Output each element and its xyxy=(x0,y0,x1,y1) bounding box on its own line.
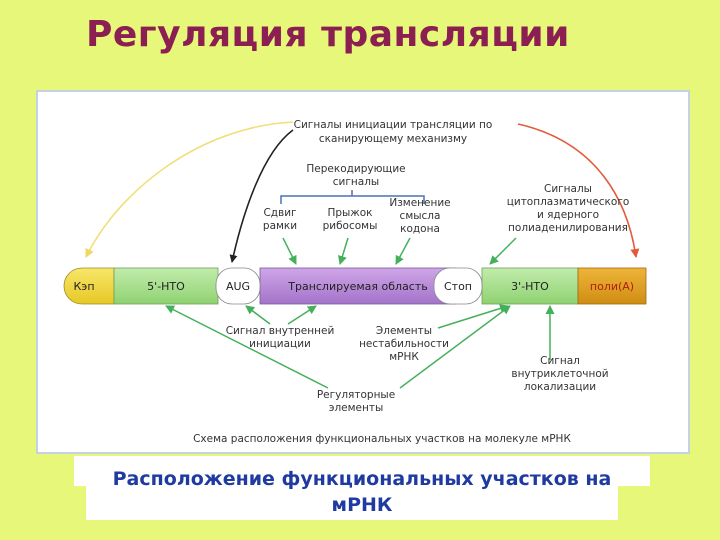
instab-label-line3: мРНК xyxy=(389,351,419,363)
scanning-arrow xyxy=(229,129,294,263)
codon-label-line1: Изменение xyxy=(389,197,450,209)
local-label-line2: внутриклеточной xyxy=(511,368,608,380)
mrna-bar: Кэп 5'-НТО AUG Транслируемая область Сто… xyxy=(63,267,647,305)
coding-segment xyxy=(259,267,457,305)
codon-label-line2: смысла xyxy=(400,210,441,222)
cap-segment xyxy=(63,267,115,305)
instab-arrow xyxy=(437,304,509,329)
frameshift-label-line1: Сдвиг xyxy=(263,207,296,219)
hop-arrow xyxy=(338,237,349,265)
caption-band-bottom xyxy=(86,486,618,520)
recoding-label-line1: Перекодирующие xyxy=(306,163,405,175)
aug-label: AUG xyxy=(226,280,250,293)
slide-caption-line2: мРНК xyxy=(331,494,393,516)
polyad-label-line3: и ядерного xyxy=(537,209,599,221)
slide-title: Регуляция трансляции xyxy=(86,14,570,55)
reg-arrow-2 xyxy=(399,305,511,389)
polya-segment xyxy=(577,267,647,305)
caption-band-top xyxy=(74,456,650,486)
slide-caption: Расположение функциональных участков на … xyxy=(74,466,650,518)
polyad-label-line1: Сигналы xyxy=(544,183,592,195)
recoding-bracket xyxy=(280,190,425,204)
frameshift-label-line2: рамки xyxy=(263,220,297,232)
polyad-arrow xyxy=(489,237,517,265)
mrna-diagram: Кэп 5'-НТО AUG Транслируемая область Сто… xyxy=(36,90,690,454)
figure-caption: Схема расположения функциональных участк… xyxy=(193,433,571,445)
yellow-arrow xyxy=(85,121,294,258)
scanning-label-line1: Сигналы инициации трансляции по xyxy=(294,119,493,131)
cap-label: Кэп xyxy=(73,280,94,293)
recoding-label-line2: сигналы xyxy=(333,176,379,188)
local-label-line3: локализации xyxy=(524,381,596,393)
scanning-label-line2: сканирующему механизму xyxy=(319,133,467,145)
mrna-diagram-svg: Кэп 5'-НТО AUG Транслируемая область Сто… xyxy=(63,119,647,445)
red-arrow xyxy=(517,123,640,258)
ires-arrow-2 xyxy=(287,305,317,325)
frameshift-arrow xyxy=(282,237,297,265)
ires-arrow xyxy=(245,305,271,325)
instab-label-line1: Элементы xyxy=(376,325,432,337)
codon-label-line3: кодона xyxy=(400,223,440,235)
reg-label-line2: элементы xyxy=(329,402,384,414)
polyad-label-line4: полиаденилирования xyxy=(508,222,628,234)
reg-label-line1: Регуляторные xyxy=(317,389,395,401)
polya-label: поли(А) xyxy=(590,280,634,293)
utr5-label: 5'-НТО xyxy=(147,280,185,293)
polyad-label-line2: цитоплазматического xyxy=(507,196,630,208)
hop-label-line1: Прыжок xyxy=(327,207,372,219)
hop-label-line2: рибосомы xyxy=(323,220,378,232)
stop-label: Стоп xyxy=(444,280,472,293)
ires-label-line2: инициации xyxy=(249,338,311,350)
utr3-label: 3'-НТО xyxy=(511,280,549,293)
ires-label-line1: Сигнал внутренней xyxy=(226,325,335,337)
local-label-line1: Сигнал xyxy=(540,355,580,367)
stop-segment xyxy=(433,267,483,305)
instab-label-line2: нестабильности xyxy=(359,338,449,350)
codon-arrow xyxy=(395,237,411,265)
reg-arrow-1 xyxy=(165,305,329,389)
utr3-segment xyxy=(481,267,579,305)
aug-segment xyxy=(215,267,261,305)
coding-label: Транслируемая область xyxy=(287,280,428,293)
slide-caption-line1: Расположение функциональных участков на xyxy=(112,468,612,490)
